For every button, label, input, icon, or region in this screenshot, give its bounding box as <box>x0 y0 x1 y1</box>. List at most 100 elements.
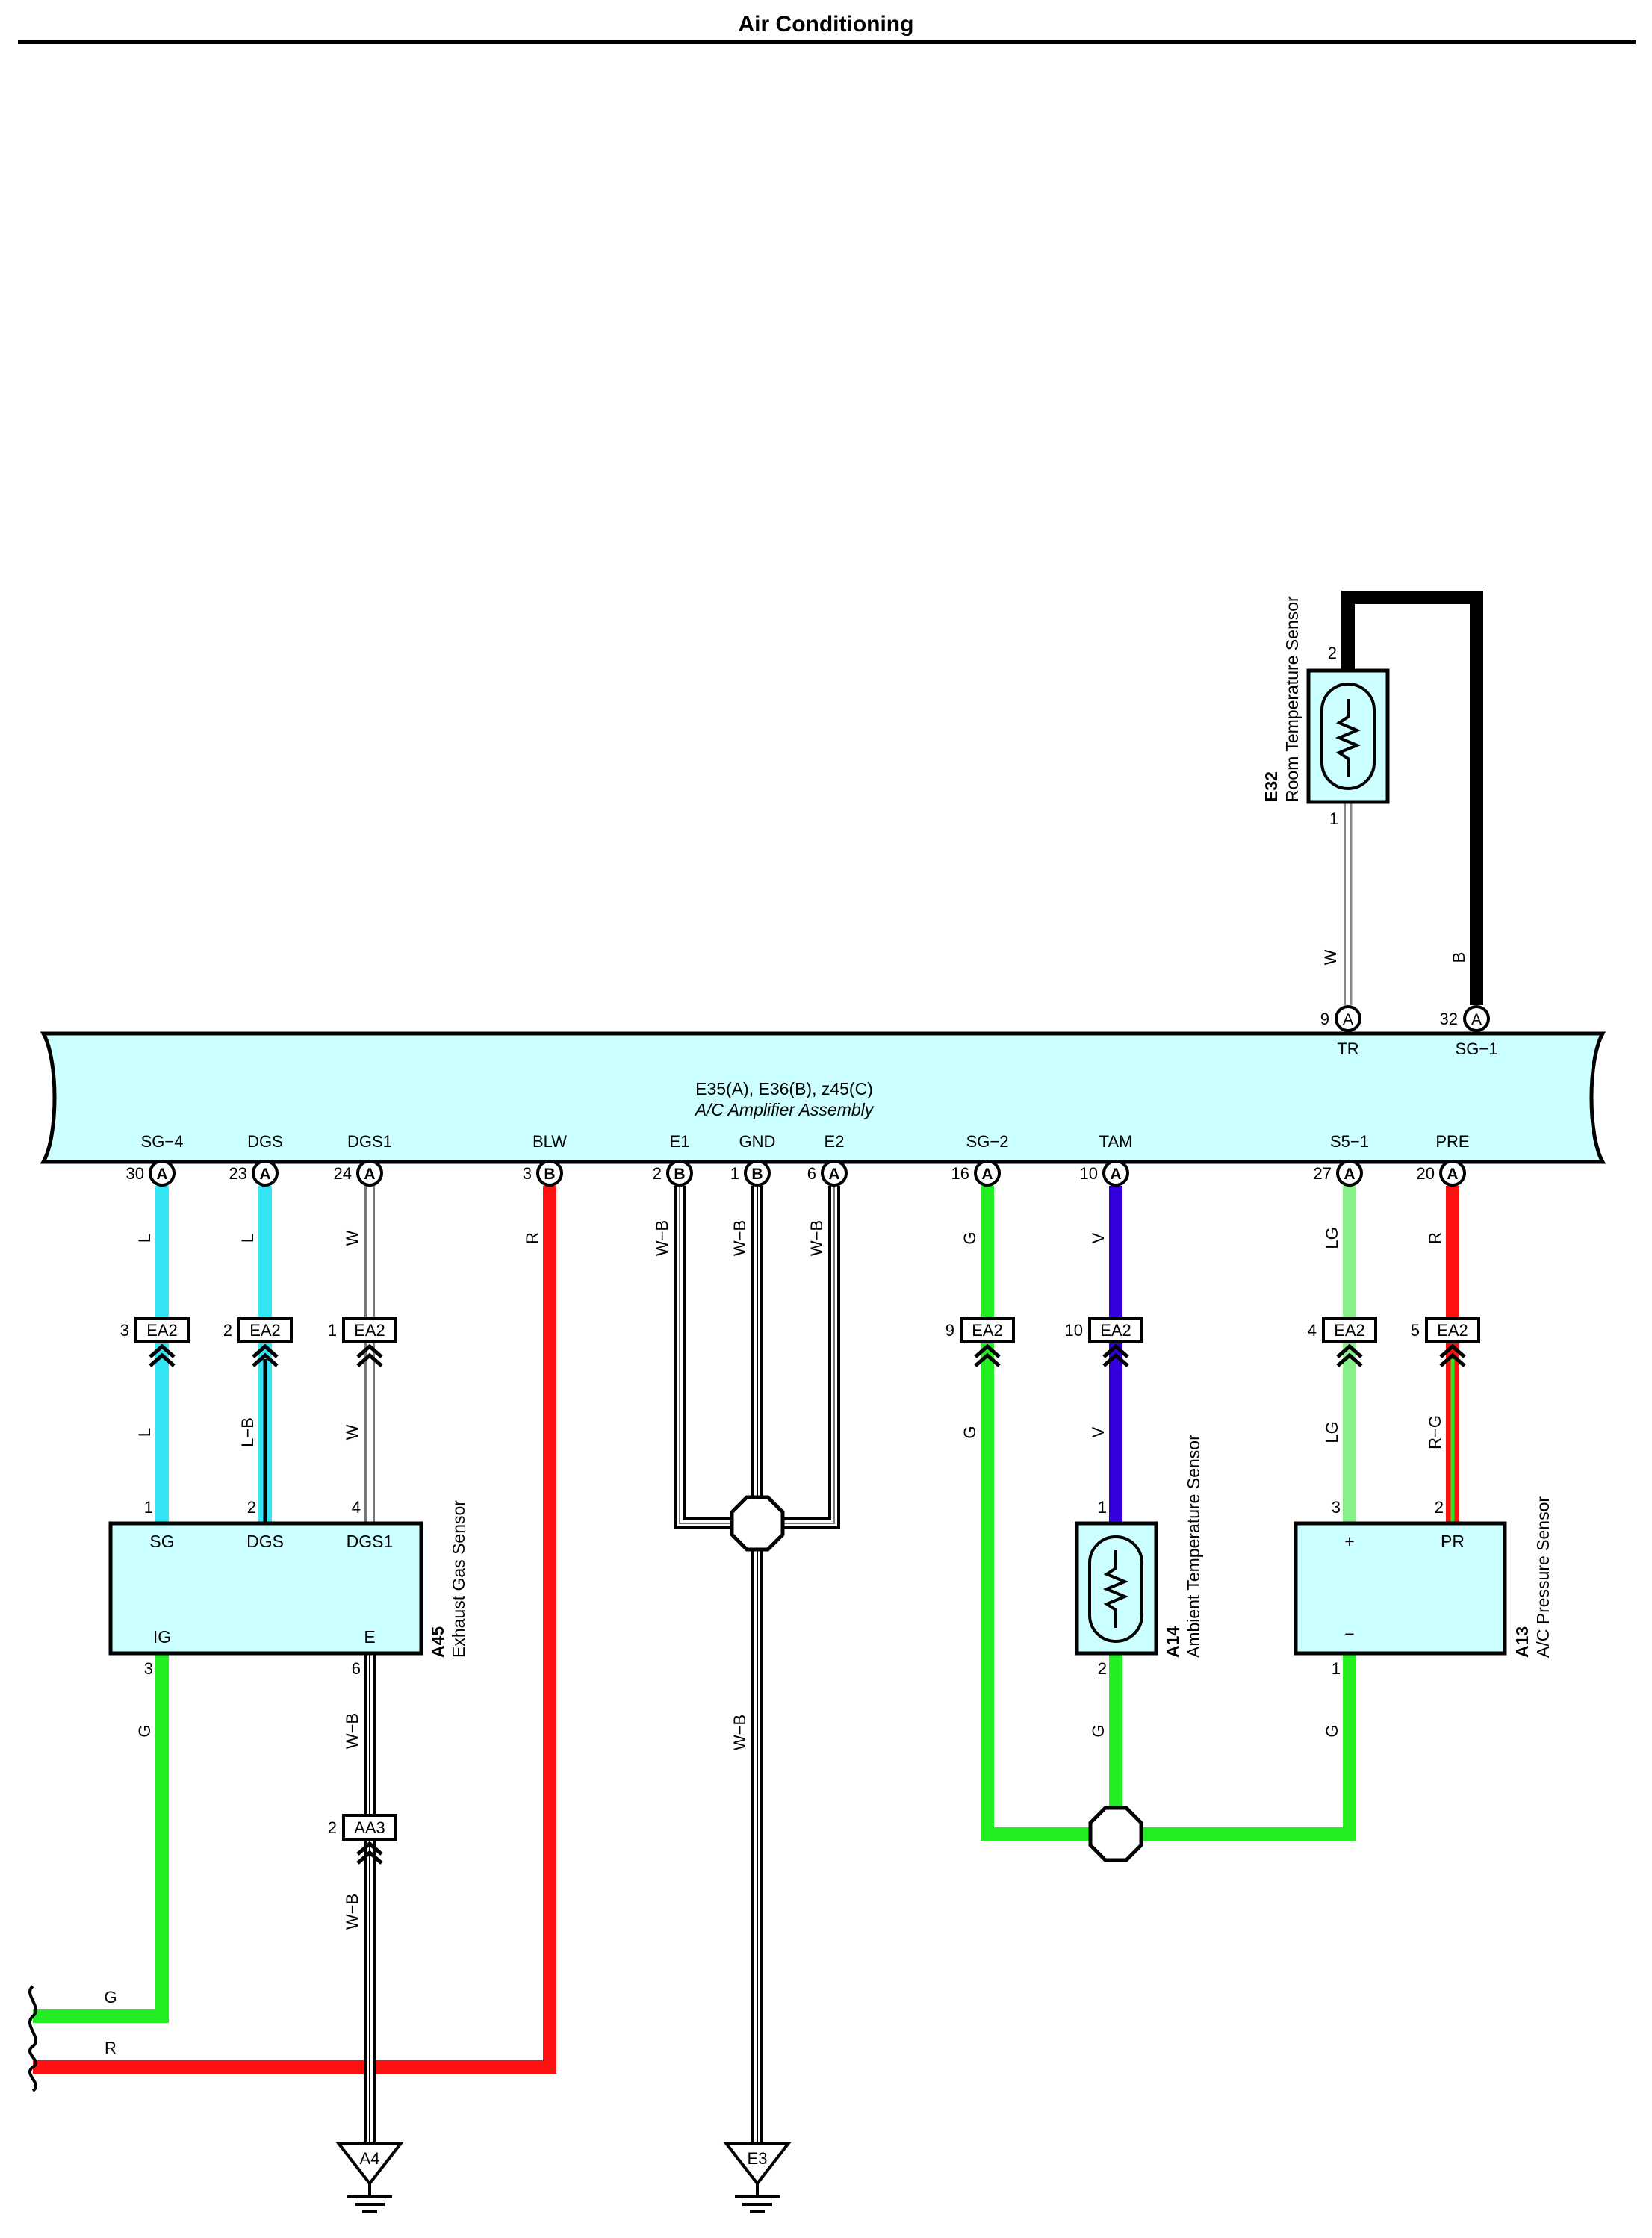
exhaust-label-dgs: DGS <box>246 1532 284 1551</box>
resistor-zigzag-icon <box>1102 1550 1129 1628</box>
wire-color-label: R <box>105 2039 117 2057</box>
exhaust-sensor-code: A45 <box>428 1626 447 1658</box>
connector-id: EA2 <box>249 1321 281 1340</box>
title-rule <box>18 40 1636 44</box>
chevron-up-icon <box>149 1352 176 1367</box>
amplifier-box <box>40 1031 1606 1164</box>
ambient-temperature-sensor: 1 2 A14 Ambient Temperature Sensor <box>1075 1435 1203 1678</box>
pressure-sensor-box <box>1294 1521 1507 1656</box>
terminal-label: SG−2 <box>966 1132 1009 1151</box>
terminal-conn: A <box>981 1166 993 1183</box>
wires <box>33 591 1483 2151</box>
terminal-sg1-label: SG−1 <box>1456 1039 1498 1058</box>
connector-id: EA2 <box>1334 1321 1365 1340</box>
pressure-pin-pr: 2 <box>1435 1498 1444 1517</box>
exhaust-pin-e: 6 <box>352 1659 361 1678</box>
wire-color-label: L <box>135 1428 154 1437</box>
ground-triangle <box>335 2142 405 2186</box>
terminal-label: BLW <box>532 1132 567 1151</box>
terminal-pin: 10 <box>1080 1164 1098 1183</box>
chevron-up-icon <box>1336 1343 1363 1358</box>
terminal-conn: A <box>364 1166 375 1183</box>
terminal-pin: 27 <box>1314 1164 1332 1183</box>
room-sensor-pin-bottom: 1 <box>1329 809 1338 828</box>
connector-pin: 9 <box>945 1321 954 1340</box>
chevron-up-icon <box>356 1343 383 1358</box>
terminal-tr-conn: A <box>1343 1011 1353 1028</box>
terminal-pin: 16 <box>951 1164 969 1183</box>
connector-id: AA3 <box>354 1818 385 1837</box>
terminal-sg1-conn: A <box>1471 1011 1482 1028</box>
terminal-conn: A <box>1110 1166 1121 1183</box>
thermistor-symbol <box>1088 1535 1143 1643</box>
wire-color-label: R−G <box>1426 1415 1444 1449</box>
terminal-circle <box>1102 1160 1129 1187</box>
wire-color-label: W <box>343 1424 361 1440</box>
connector-box <box>1322 1317 1377 1343</box>
terminal-label: SG−4 <box>141 1132 184 1151</box>
pressure-label-plus: + <box>1344 1532 1354 1551</box>
terminal-tr-pin: 9 <box>1320 1010 1329 1028</box>
terminal-conn: B <box>674 1166 685 1183</box>
chevron-up-icon <box>149 1343 176 1358</box>
wire-color-label: LG <box>1323 1227 1341 1249</box>
wire-break-mark <box>28 1985 38 2092</box>
terminal-conn: A <box>156 1166 167 1183</box>
connector-id: EA2 <box>146 1321 178 1340</box>
connector-id: EA2 <box>1437 1321 1468 1340</box>
wire-color-label: R <box>523 1232 541 1244</box>
exhaust-label-dgs1: DGS1 <box>347 1532 394 1551</box>
terminal-tr <box>1335 1005 1361 1032</box>
wire-color-label: G <box>1089 1724 1108 1737</box>
wire-ig <box>33 1654 169 2023</box>
exhaust-label-e: E <box>364 1627 375 1647</box>
terminal-sg1 <box>1463 1005 1490 1032</box>
terminal-pin: 2 <box>653 1164 662 1183</box>
chevron-up-icon <box>1102 1352 1129 1367</box>
exhaust-sensor-box <box>108 1521 423 1656</box>
terminal-circle <box>666 1160 693 1187</box>
amplifier-codes: E35(A), E36(B), z45(C) <box>695 1079 873 1098</box>
terminal-conn: A <box>259 1166 270 1183</box>
exhaust-pin-ig: 3 <box>144 1659 153 1678</box>
terminal-label: TAM <box>1099 1132 1133 1151</box>
connector-pin: 2 <box>223 1321 232 1340</box>
wire-color-label: W <box>343 1230 361 1246</box>
connector-box <box>1088 1317 1143 1343</box>
connector-box <box>960 1317 1015 1343</box>
terminal-tr-label: TR <box>1337 1039 1358 1058</box>
terminal-circle <box>821 1160 848 1187</box>
wire-color-label: W−B <box>730 1715 749 1750</box>
terminal-circle <box>1336 1160 1363 1187</box>
ambient-sensor-pin-bottom: 2 <box>1098 1659 1107 1678</box>
chevron-up-icon <box>252 1343 279 1358</box>
wire-blw <box>33 1186 556 2074</box>
ground-triangle <box>722 2142 792 2186</box>
exhaust-sensor-name: Exhaust Gas Sensor <box>449 1500 468 1658</box>
wire-color-label: W−B <box>730 1220 749 1256</box>
amplifier-top-terminals: A 9 TR A 32 SG−1 <box>1320 1005 1498 1058</box>
page-title: Air Conditioning <box>739 12 914 37</box>
pressure-pin-minus: 1 <box>1332 1659 1341 1678</box>
connector-box <box>342 1814 397 1841</box>
wire-color-label: W−B <box>343 1713 361 1749</box>
pressure-sensor-code: A13 <box>1512 1626 1532 1658</box>
pressure-pin-plus: 3 <box>1332 1498 1341 1517</box>
chevron-up-icon <box>356 1352 383 1367</box>
connector-pin: 4 <box>1308 1321 1317 1340</box>
room-sensor-code: E32 <box>1261 771 1281 802</box>
chevron-up-icon <box>1102 1343 1129 1358</box>
terminal-circle <box>1439 1160 1466 1187</box>
connector-id: EA2 <box>1100 1321 1131 1340</box>
pressure-sensor-name: A/C Pressure Sensor <box>1533 1496 1553 1658</box>
terminal-sg1-pin: 32 <box>1440 1010 1458 1028</box>
wire-color-label: G <box>1323 1724 1341 1737</box>
terminal-circle <box>252 1160 279 1187</box>
ac-pressure-sensor: 3 + 2 PR 1 − A13 A/C Pressure Sensor <box>1294 1496 1553 1678</box>
terminal-pin: 24 <box>334 1164 352 1183</box>
wire-color-label: R <box>1426 1232 1444 1244</box>
terminal-pin: 23 <box>229 1164 247 1183</box>
